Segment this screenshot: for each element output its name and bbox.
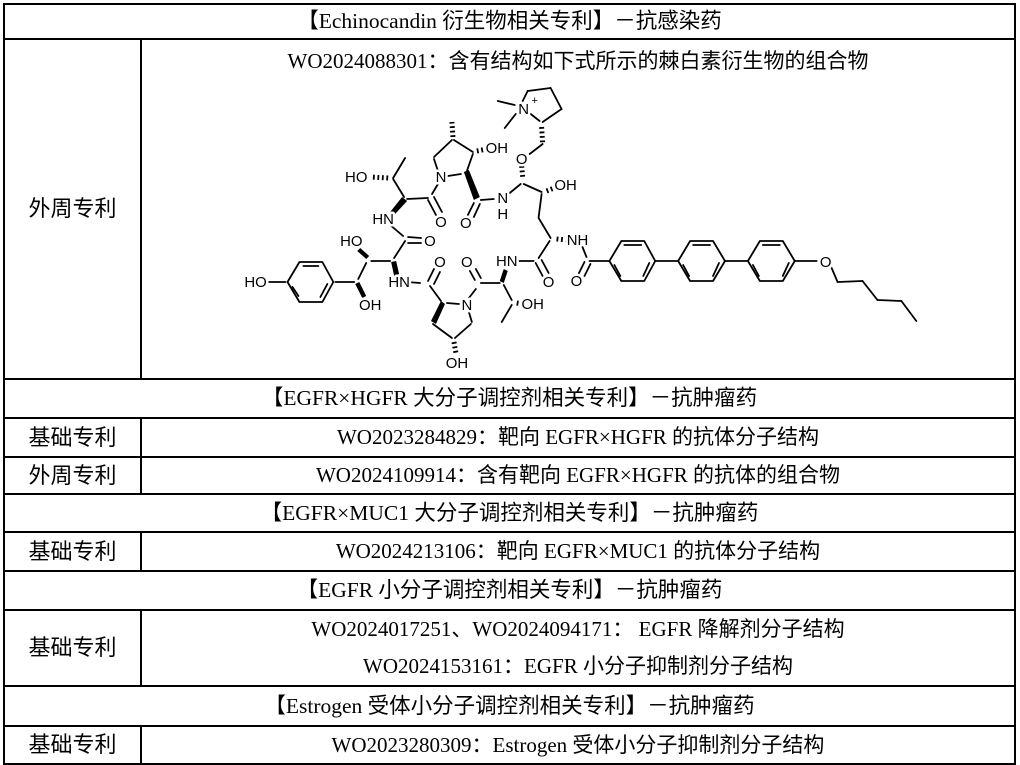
- atom-label: O: [460, 215, 472, 232]
- row-label-peripheral-patent: 外周专利: [3, 456, 142, 495]
- row-label-peripheral-patent: 外周专利: [3, 38, 142, 380]
- row-label-basic-patent: 基础专利: [3, 417, 142, 458]
- section-header-row: 【EGFR×HGFR 大分子调控剂相关专利】－抗肿瘤药: [3, 378, 1016, 419]
- atom-label: O: [820, 254, 832, 271]
- atom-label: NH: [567, 232, 589, 249]
- molecule-structure-drawing: HO N OH N + O OH N H HN O O HO O: [242, 87, 918, 375]
- section-header-row: 【Estrogen 受体小分子调控剂相关专利】－抗肿瘤药: [3, 685, 1016, 727]
- atom-label: OH: [486, 140, 508, 157]
- atom-label: N: [497, 190, 508, 207]
- atom-label: N: [461, 297, 472, 314]
- table-row: 基础专利 WO2023284829：靶向 EGFR×HGFR 的抗体分子结构: [3, 417, 1016, 458]
- atom-label: HN: [496, 253, 518, 270]
- atom-label: O: [461, 254, 473, 271]
- atom-label: O: [434, 254, 446, 271]
- section-header-row: 【EGFR 小分子调控剂相关专利】－抗肿瘤药: [3, 570, 1016, 611]
- patent-cell: WO2023280309：Estrogen 受体小分子抑制剂分子结构: [140, 725, 1016, 765]
- atom-label: OH: [521, 296, 543, 313]
- section-header-row: 【Echinocandin 衍生物相关专利】－抗感染药: [3, 3, 1016, 40]
- structure-cell: WO2024088301：含有结构如下式所示的棘白素衍生物的组合物: [140, 38, 1016, 380]
- atom-label: OH: [446, 355, 468, 372]
- section-header-egfr-hgfr: 【EGFR×HGFR 大分子调控剂相关专利】－抗肿瘤药: [3, 378, 1016, 419]
- atom-label: N: [436, 169, 447, 186]
- section-header-egfr-muc1: 【EGFR×MUC1 大分子调控剂相关专利】－抗肿瘤药: [3, 493, 1016, 533]
- atom-label: +: [531, 95, 537, 107]
- atom-label: N: [518, 101, 529, 118]
- atom-label: O: [435, 214, 447, 231]
- patent-cell: WO2023284829：靶向 EGFR×HGFR 的抗体分子结构: [140, 417, 1016, 458]
- atom-label: HN: [372, 211, 394, 228]
- patent-structure-title: WO2024088301：含有结构如下式所示的棘白素衍生物的组合物: [287, 49, 869, 73]
- section-header-estrogen: 【Estrogen 受体小分子调控剂相关专利】－抗肿瘤药: [3, 685, 1016, 727]
- patent-cell: WO2024109914：含有靶向 EGFR×HGFR 的抗体的组合物: [140, 456, 1016, 495]
- patent-line: WO2024153161：EGFR 小分子抑制剂分子结构: [363, 654, 793, 678]
- table-row: 基础专利 WO2024213106：靶向 EGFR×MUC1 的抗体分子结构: [3, 531, 1016, 572]
- atom-label: O: [516, 151, 528, 168]
- patent-cell: WO2024213106：靶向 EGFR×MUC1 的抗体分子结构: [140, 531, 1016, 572]
- section-header-echinocandin: 【Echinocandin 衍生物相关专利】－抗感染药: [3, 3, 1016, 40]
- table-row: 基础专利 WO2023280309：Estrogen 受体小分子抑制剂分子结构: [3, 725, 1016, 765]
- table-row: 基础专利 WO2024017251、WO2024094171： EGFR 降解剂…: [3, 609, 1016, 687]
- patent-table: 【Echinocandin 衍生物相关专利】－抗感染药 外周专利 WO20240…: [3, 3, 1016, 765]
- bond-lines: [267, 87, 918, 354]
- section-header-row: 【EGFR×MUC1 大分子调控剂相关专利】－抗肿瘤药: [3, 493, 1016, 533]
- row-label-basic-patent: 基础专利: [3, 531, 142, 572]
- atom-label: H: [497, 206, 508, 223]
- row-label-basic-patent: 基础专利: [3, 725, 142, 765]
- atom-label: O: [543, 274, 555, 291]
- atom-label: OH: [359, 297, 381, 314]
- section-header-egfr-small-molecule: 【EGFR 小分子调控剂相关专利】－抗肿瘤药: [3, 570, 1016, 611]
- row-label-basic-patent: 基础专利: [3, 609, 142, 687]
- atom-label: HO: [345, 169, 367, 186]
- table-row: 外周专利 WO2024109914：含有靶向 EGFR×HGFR 的抗体的组合物: [3, 456, 1016, 495]
- atom-label: OH: [554, 177, 576, 194]
- atom-label: HO: [244, 274, 266, 291]
- patent-line: WO2024017251、WO2024094171： EGFR 降解剂分子结构: [311, 617, 845, 641]
- patent-cell: WO2024017251、WO2024094171： EGFR 降解剂分子结构 …: [140, 609, 1016, 687]
- table-row: 外周专利 WO2024088301：含有结构如下式所示的棘白素衍生物的组合物: [3, 38, 1016, 380]
- atom-labels: HO N OH N + O OH N H HN O O HO O: [242, 93, 834, 374]
- atom-label: O: [424, 233, 436, 250]
- atom-label: HO: [340, 233, 362, 250]
- atom-label: HN: [388, 274, 410, 291]
- atom-label: O: [571, 273, 583, 290]
